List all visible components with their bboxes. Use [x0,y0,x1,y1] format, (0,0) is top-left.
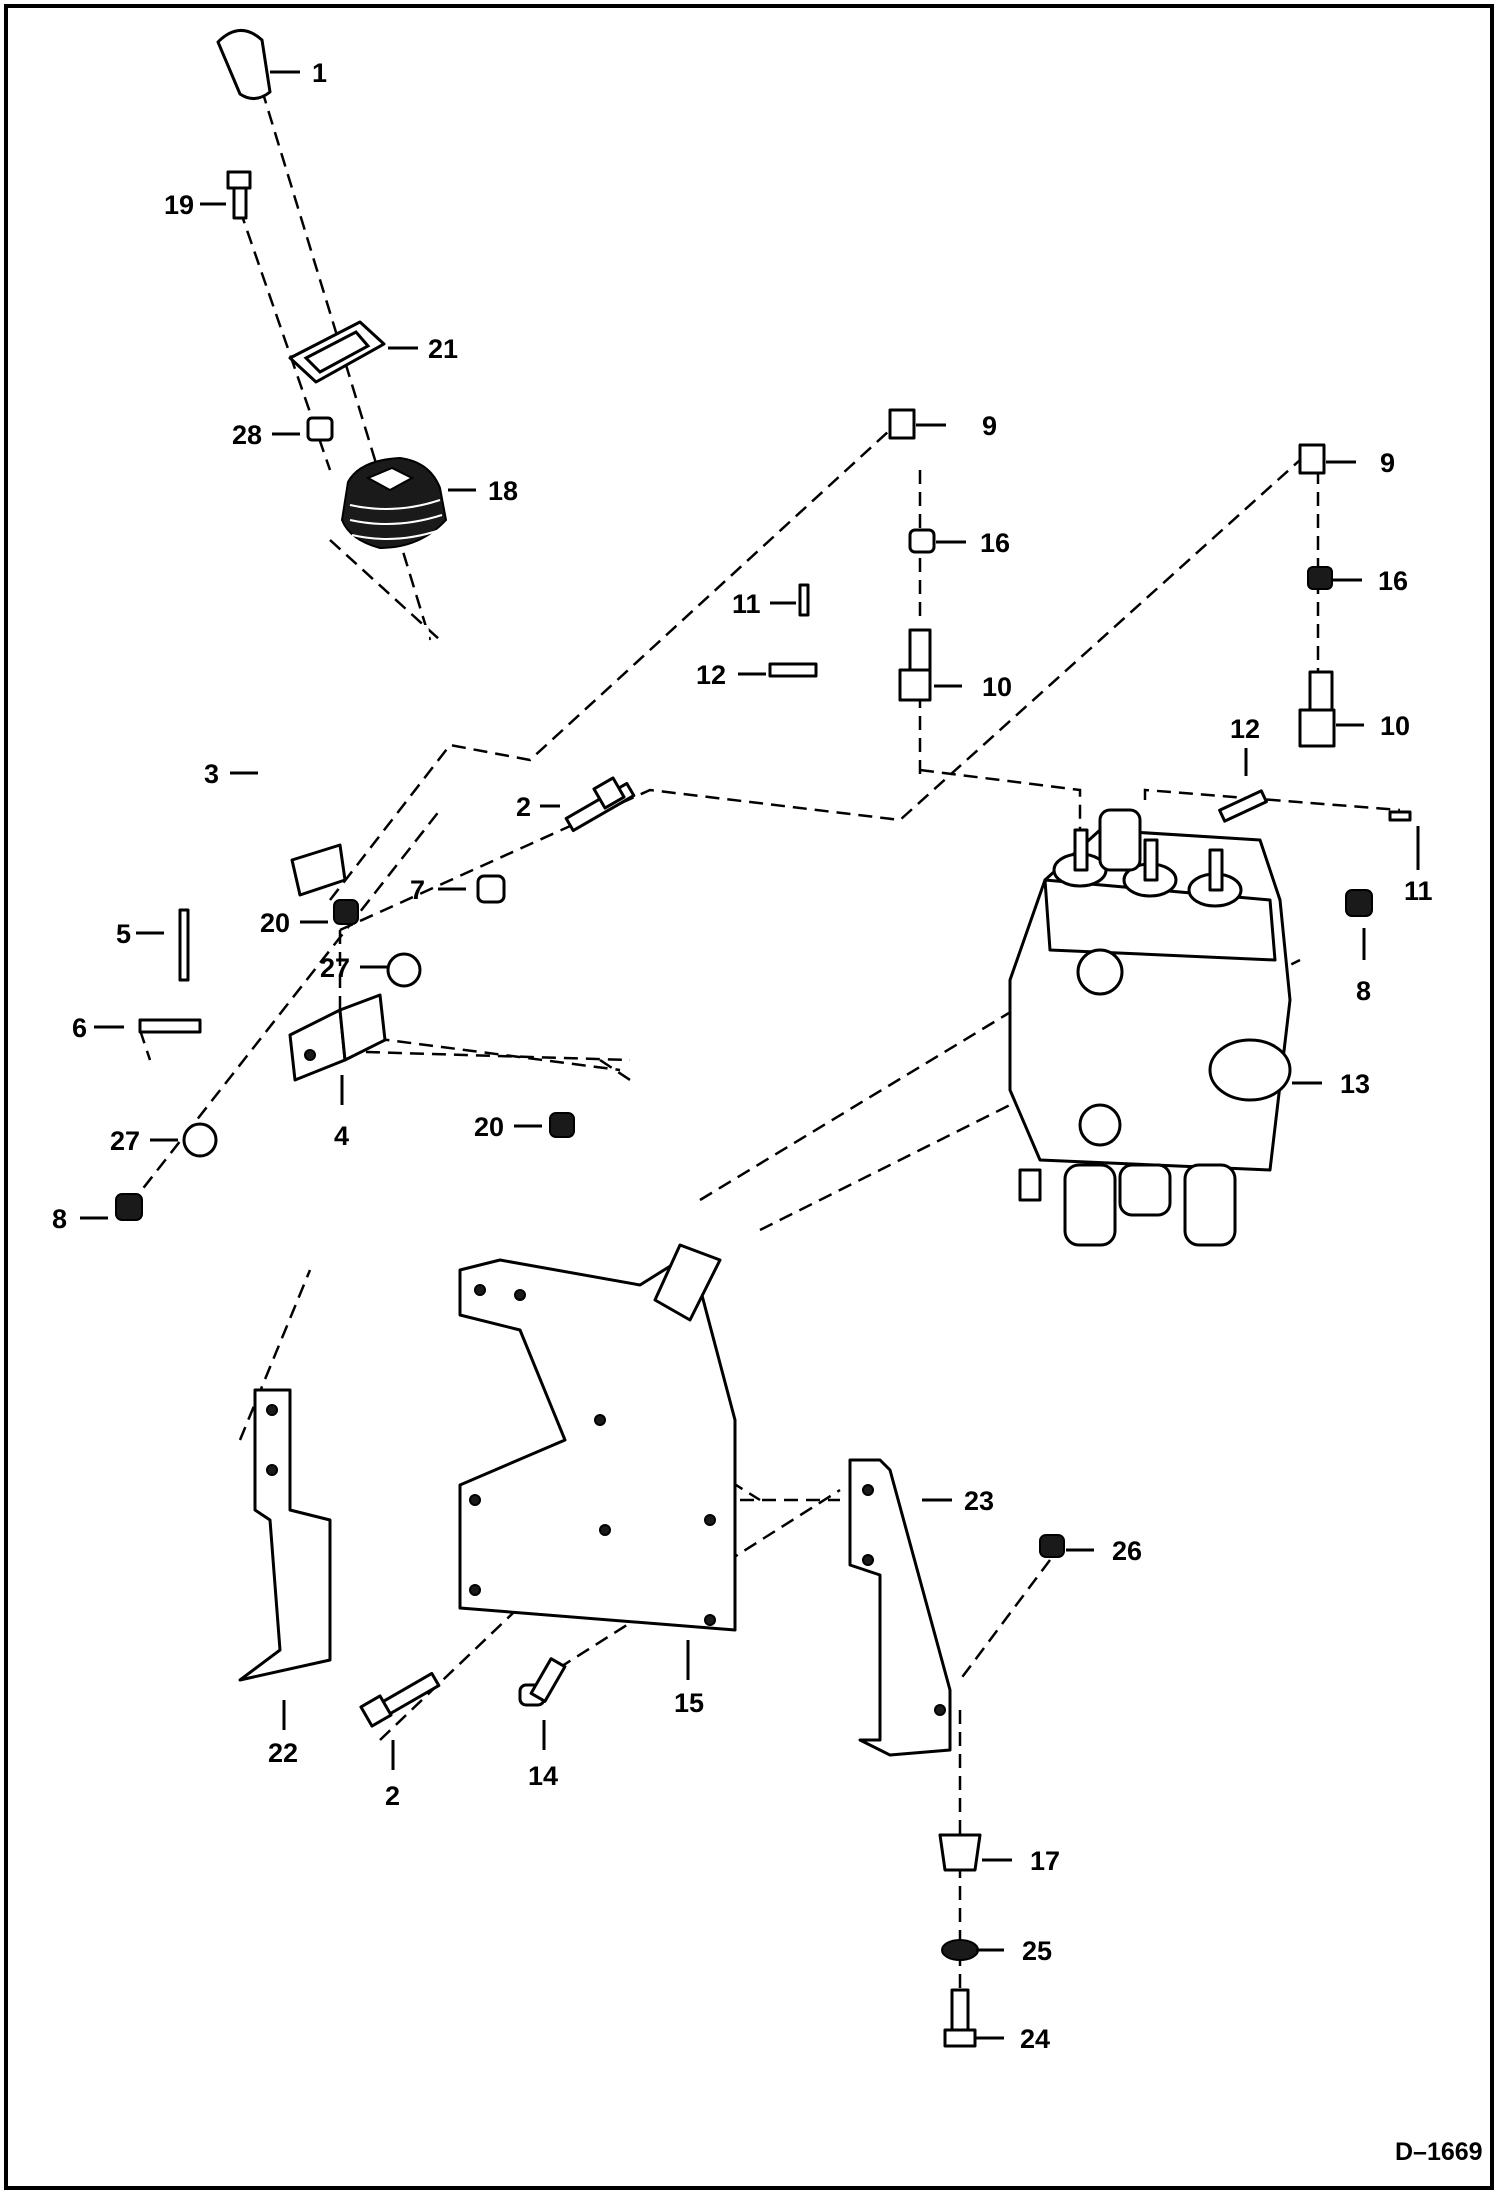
callout-10-left: 10 [982,672,1012,702]
bolt-24 [943,1988,977,2048]
callout-21: 21 [428,334,458,364]
washer-25 [941,1939,979,1961]
callout-2-lower: 2 [385,1781,400,1811]
nut-7 [476,874,506,904]
nut-20-lower [549,1112,575,1138]
callout-11-right: 11 [1404,876,1433,906]
mounting-plate [458,1243,737,1632]
bolt-19 [226,170,252,220]
callout-27-upper: 27 [320,953,350,983]
callout-22: 22 [268,1738,298,1768]
grommet-17 [938,1833,982,1872]
callout-20-upper: 20 [260,908,290,938]
callout-7: 7 [410,875,425,905]
bolt-6 [138,1018,202,1034]
callout-26: 26 [1112,1536,1142,1566]
pivot-block [288,993,387,1082]
stud-14 [518,1657,567,1707]
pin-12-left [768,662,818,678]
callout-leaders [80,70,1420,2040]
clevis-10-left [898,628,932,702]
control-valve [1008,808,1292,1247]
nut-8-left [115,1193,143,1221]
callout-12-right: 12 [1230,714,1260,744]
nut-28 [306,416,334,442]
handle-grip [216,29,272,100]
control-lever [266,624,432,897]
pin-5 [178,908,190,982]
callout-28: 28 [232,420,262,450]
washer-27-lower [182,1122,218,1158]
callout-11-left: 11 [732,589,761,619]
nut-16-right [1307,566,1333,590]
drawing-border [4,4,1494,2190]
callout-16-left: 16 [980,528,1010,558]
callout-4: 4 [334,1121,349,1151]
callout-5: 5 [116,919,131,949]
callout-20-lower: 20 [474,1112,504,1142]
pin-9-right [1298,443,1326,475]
bezel-plate [288,320,386,384]
callout-17: 17 [1030,1846,1060,1876]
bracket-22 [238,1388,332,1682]
nut-20-upper [333,899,359,925]
callout-1: 1 [312,58,327,88]
assembly-lines [129,89,1401,2010]
callout-19: 19 [164,190,194,220]
rubber-boot [340,456,448,550]
bolt-2-lower [359,1671,441,1728]
callout-13: 13 [1340,1069,1370,1099]
nut-16-left [908,528,936,554]
drawing-number: D–1669 [1395,2138,1483,2166]
callout-8-left: 8 [52,1204,67,1234]
callout-2-upper: 2 [516,792,531,822]
pin-9-left [888,408,916,440]
pin-12-right [1218,789,1268,823]
callout-18: 18 [488,476,518,506]
callout-6: 6 [72,1013,87,1043]
callout-labels: 1 19 21 28 18 3 2 7 20 27 5 6 4 27 20 8 … [52,58,1433,2054]
callout-12-left: 12 [696,660,726,690]
callout-3: 3 [204,759,219,789]
callout-9-right: 9 [1380,448,1395,478]
bolt-2-upper [564,776,636,833]
clevis-10-right [1298,670,1336,748]
washer-27-upper [386,952,422,988]
nut-8-right [1345,889,1373,917]
callout-24: 24 [1020,2024,1050,2054]
callout-15: 15 [674,1688,704,1718]
cotter-11-right [1388,810,1412,822]
callout-16-right: 16 [1378,566,1408,596]
bracket-23 [848,1458,952,1757]
callout-14: 14 [528,1761,558,1791]
nut-26 [1039,1534,1065,1558]
callout-27-lower: 27 [110,1126,140,1156]
callout-25: 25 [1022,1936,1052,1966]
callout-9-left: 9 [982,411,997,441]
callout-23: 23 [964,1486,994,1516]
callout-8-right: 8 [1356,976,1371,1006]
cotter-11-left [798,583,810,617]
callout-10-right: 10 [1380,711,1410,741]
